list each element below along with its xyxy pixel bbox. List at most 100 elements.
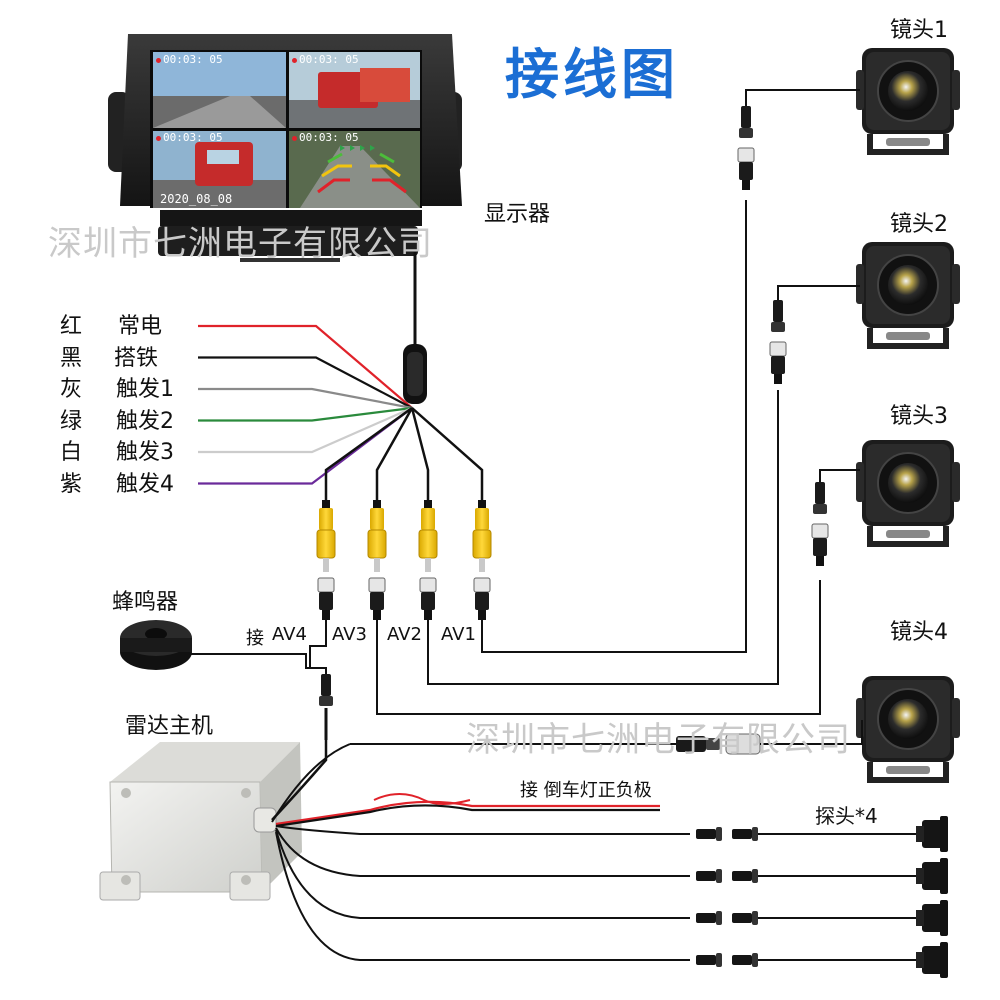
cameras <box>350 48 960 780</box>
wire-4 <box>198 406 413 422</box>
probe-cable-4 <box>275 831 690 961</box>
av-cable-4 <box>411 407 484 508</box>
probes-label: 探头*4 <box>815 804 878 828</box>
legend-function-3: 触发1 <box>116 377 174 402</box>
camera-plug-3 <box>813 482 827 514</box>
camera4-to-radar <box>271 743 351 823</box>
camera4-plug-tip <box>706 738 720 750</box>
probe-cable-1 <box>275 825 690 835</box>
reverse-black-wire <box>275 804 660 828</box>
reverse-loop <box>373 793 471 805</box>
camera-plug-2 <box>771 300 785 332</box>
camera-label-3: 镜头3 <box>890 404 948 429</box>
screen-timestamp-1: 00:03: 05 <box>156 53 223 66</box>
av-socket-4 <box>473 577 491 621</box>
legend-color-1: 红 <box>60 314 83 339</box>
av-socket-2 <box>368 577 386 621</box>
camera4-plug <box>676 736 706 752</box>
camera-4 <box>856 676 960 780</box>
av-prefix: 接 <box>246 628 264 649</box>
probe-plug-4 <box>696 953 722 967</box>
camera-pigtail-1 <box>745 89 860 106</box>
screen-timestamp-2: 00:03: 05 <box>292 53 359 66</box>
monitor-harness <box>403 252 427 404</box>
watermark-bottom: 深圳市七洲电子有限公司 <box>466 720 851 760</box>
run-av1-cam1 <box>481 200 747 653</box>
radar-label: 雷达主机 <box>125 714 214 739</box>
camera-socket-2 <box>769 341 787 385</box>
monitor <box>108 34 462 262</box>
buzzer-wire <box>190 653 327 674</box>
run-av3-cam3 <box>376 580 821 715</box>
probe-3 <box>916 900 948 936</box>
probe-cable-2 <box>275 827 690 877</box>
reverse-light-label: 接 倒车灯正负极 <box>520 780 652 801</box>
camera-plug-1 <box>739 106 753 138</box>
legend-color-6: 紫 <box>60 471 83 497</box>
av-plug-4 <box>472 499 492 573</box>
camera-socket-3 <box>811 523 829 567</box>
probe-socket-4 <box>732 953 758 967</box>
av-label-av4: AV4 <box>272 624 307 645</box>
wire-2 <box>198 356 413 409</box>
screen-date: 2020_08_08 <box>160 192 233 206</box>
monitor-label: 显示器 <box>484 202 551 227</box>
radar-wires <box>271 740 948 978</box>
wire-6 <box>198 407 413 485</box>
legend-function-6: 触发4 <box>116 471 174 497</box>
wire-5 <box>198 406 413 454</box>
av-plug-1 <box>316 499 336 573</box>
screen-timestamp-3: 00:03: 05 <box>156 131 223 144</box>
probe-socket-2 <box>732 869 758 883</box>
probe-2 <box>916 858 948 894</box>
av-label-av2: AV2 <box>387 624 422 645</box>
av-socket-3 <box>419 577 437 621</box>
legend-color-4: 绿 <box>60 408 83 434</box>
buzzer-label: 蜂鸣器 <box>112 590 179 615</box>
av-label-av3: AV3 <box>332 624 367 645</box>
rec-dot <box>156 57 161 63</box>
camera-socket-1 <box>737 147 755 191</box>
probe-4 <box>916 942 948 978</box>
av-plug-3 <box>418 499 438 573</box>
reverse-red-wire <box>275 800 660 826</box>
buzzer-plug <box>319 674 333 706</box>
camera-3 <box>856 440 960 544</box>
probe-plug-3 <box>696 911 722 925</box>
camera-2 <box>856 242 960 346</box>
legend-function-5: 触发3 <box>116 440 174 465</box>
av-plug-2 <box>367 499 387 573</box>
screen-timestamp-4: 00:03: 05 <box>292 131 359 144</box>
av-cable-1 <box>324 406 413 508</box>
camera-label-4: 镜头4 <box>890 620 948 645</box>
probe-socket-1 <box>732 827 758 841</box>
rec-dot <box>292 135 297 141</box>
camera-label-1: 镜头1 <box>890 18 948 43</box>
run-av2-cam2 <box>427 390 779 685</box>
legend-function-4: 触发2 <box>116 408 174 434</box>
camera-pigtail-3 <box>819 469 860 482</box>
camera4-pigtail <box>760 720 863 745</box>
buzzer <box>120 620 192 670</box>
power-trigger-wires <box>198 324 413 485</box>
camera-pigtail-2 <box>777 285 860 300</box>
legend-function-2: 搭铁 <box>114 345 159 371</box>
camera-1 <box>856 48 960 152</box>
av-wires <box>309 200 821 715</box>
camera-label-2: 镜头2 <box>890 212 948 237</box>
probe-1 <box>916 816 948 852</box>
probe-plug-2 <box>696 869 722 883</box>
av-socket-1 <box>317 577 335 621</box>
av-cable-3 <box>410 407 430 508</box>
radar-host <box>99 742 302 901</box>
watermark-top: 深圳市七洲电子有限公司 <box>48 224 433 264</box>
legend-color-3: 灰 <box>60 377 83 402</box>
probe-socket-3 <box>732 911 758 925</box>
rec-dot <box>292 57 297 63</box>
wire-3 <box>198 387 413 410</box>
run-av4-buzzer <box>309 620 327 668</box>
diagram-title: 接线图 <box>505 43 679 106</box>
probe-plug-1 <box>696 827 722 841</box>
